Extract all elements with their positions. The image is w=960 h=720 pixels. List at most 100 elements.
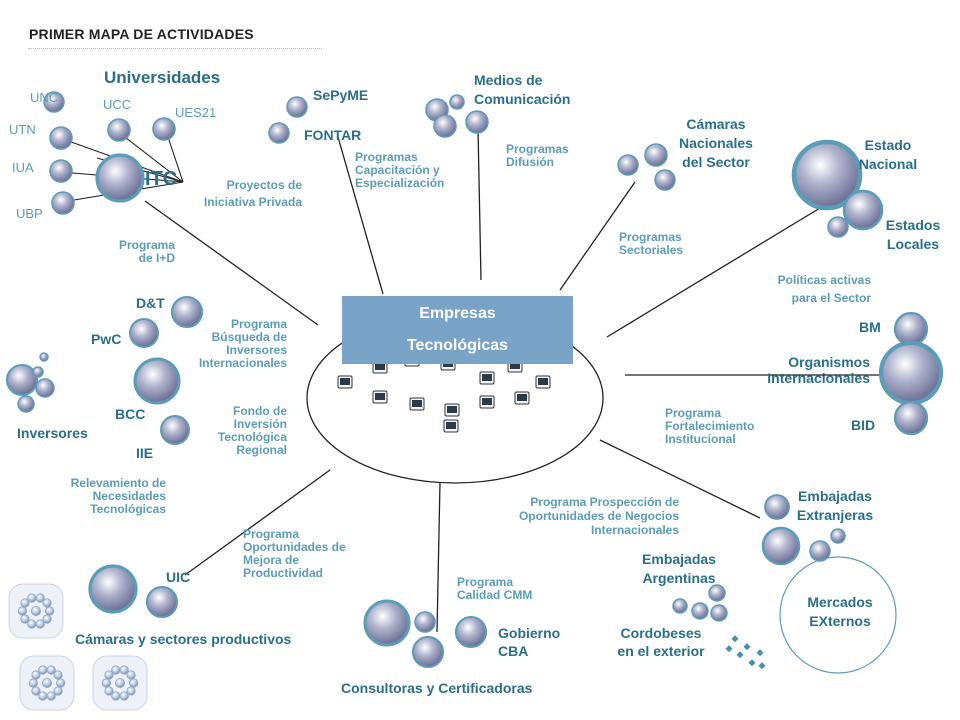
emb-ext-bubble-2 [761, 526, 801, 566]
pwc-bubble [129, 318, 159, 348]
rosette-2-petal [31, 686, 41, 696]
rosette-3-petal [104, 670, 114, 680]
sepyme-bubble [286, 96, 308, 118]
univ-iua: IUA [12, 160, 34, 175]
prog-capacitacion: Programas Capacitación y Especialización [355, 150, 445, 190]
univ-ucc: UCC [103, 97, 132, 112]
rosette-2-petal [46, 665, 56, 675]
organismos-label: Organismos Internacionales [767, 354, 870, 386]
gobierno-cba-label: Gobierno CBA [498, 625, 561, 659]
prog-fortalecimiento: Programa Fortalecimiento Institucional [665, 406, 755, 446]
consultoras-bubble-mid [411, 635, 445, 669]
rosette-3-petal [129, 678, 139, 688]
rosette-1-petal [42, 598, 52, 608]
pwc-label: PwC [91, 331, 122, 347]
computer-icon [479, 395, 495, 409]
rosette-3-petal [104, 686, 114, 696]
camaras-nac-bubble-2 [644, 143, 668, 167]
rosette-3-petal [111, 665, 121, 675]
line-sepyme [337, 136, 384, 295]
rosette-1-petal [17, 606, 27, 616]
embajadas-extranjeras-label: Embajadas Extranjeras [796, 488, 874, 523]
computer-screen [482, 374, 492, 381]
computer-icon [372, 390, 388, 404]
cordobeses-dot [758, 662, 766, 670]
computer-screen [538, 378, 548, 385]
computer-screen [412, 400, 422, 407]
camaras-nac-bubble-1 [617, 154, 639, 176]
estados-locales-label: Estados Locales [885, 217, 941, 252]
uic-label: UIC [166, 569, 191, 585]
computer-screen [510, 362, 520, 369]
bm-label: BM [859, 319, 881, 335]
emb-ext-bubble-3 [809, 540, 831, 562]
emb-arg-bubble-4 [710, 604, 728, 622]
cordobeses-dot [731, 635, 739, 643]
estados-locales-bubble-small [827, 216, 849, 238]
medios-label: Medios de Comunicación [474, 72, 571, 107]
rosette-1-petal [35, 619, 45, 629]
rosette-3-petal [111, 691, 121, 701]
mercados-externos-circle [779, 556, 897, 674]
computer-icon [479, 371, 495, 385]
line-camaras-sectores [184, 469, 331, 576]
rosette-1-petal [27, 593, 37, 603]
computer-icon [409, 397, 425, 411]
line-camaras-nacionales [559, 181, 636, 291]
title-divider [28, 48, 322, 49]
fontar-label: FONTAR [304, 127, 362, 143]
fontar-bubble [268, 122, 290, 144]
uic-bubble-small [145, 585, 179, 619]
rosette-3-petal [119, 665, 129, 675]
line-estado [606, 207, 821, 338]
bm-bubble [893, 311, 929, 347]
line-itc [144, 200, 319, 326]
prog-id: Programa de I+D [118, 238, 175, 265]
uic-bubble-large [88, 564, 138, 614]
prog-oportunidades: Programa Oportunidades de Mejora de Prod… [243, 527, 346, 580]
rosette-1-petal [20, 614, 30, 624]
computer-icon [535, 375, 551, 389]
ues21-bubble [152, 117, 176, 141]
medios-bubble-3 [433, 114, 457, 138]
computer-screen [447, 406, 457, 413]
emb-arg-bubble-1 [672, 598, 688, 614]
inversores-bubble-dot [39, 352, 49, 362]
inversores-bubble-tiny [32, 366, 44, 378]
rosette-3-petal [126, 670, 136, 680]
bid-bubble [893, 400, 929, 436]
bcc-bubble [133, 357, 181, 405]
camaras-nacionales-label: Cámaras Nacionales del Sector [679, 116, 753, 170]
univ-ues21: UES21 [175, 105, 217, 120]
computer-screen [340, 378, 350, 385]
inversores-bubble-small [17, 395, 35, 413]
itc-label: ITC [145, 168, 178, 190]
rosette-2-petal [31, 670, 41, 680]
rosette-1-petal [42, 614, 52, 624]
sepyme-label: SePyME [313, 87, 369, 103]
ucc-bubble [107, 118, 131, 142]
dt-label: D&T [136, 295, 165, 311]
univ-utn: UTN [9, 122, 36, 137]
estado-nacional-label: Estado Nacional [858, 137, 918, 172]
mercados-externos-label: Mercados EXternos [807, 594, 873, 629]
embajadas-argentinas-label: Embajadas Argentinas [642, 551, 716, 586]
prog-difusion: Programas Difusión [506, 142, 569, 169]
rosette-1-petal [20, 598, 30, 608]
medios-bubble-2 [449, 94, 465, 110]
prog-fondo: Fondo de Inversión Tecnológica Regional [217, 404, 287, 457]
consultoras-bubble-large [363, 599, 411, 647]
rosette-3-petal [119, 691, 129, 701]
prog-politicas: Políticas activas para el Sector [777, 273, 871, 305]
estado-nacional-bubble [791, 139, 863, 211]
cordobeses-label: Cordobeses en el exterior [617, 625, 705, 659]
empresas-tecnologicas-box: Empresas Tecnológicas [342, 296, 573, 364]
rosette-3-core [114, 677, 126, 689]
computer-screen [375, 393, 385, 400]
computer-screen [446, 422, 456, 429]
computer-screen [375, 363, 385, 370]
computer-icon [444, 403, 460, 417]
line-medios [477, 127, 482, 281]
organismos-bubble [878, 340, 944, 406]
